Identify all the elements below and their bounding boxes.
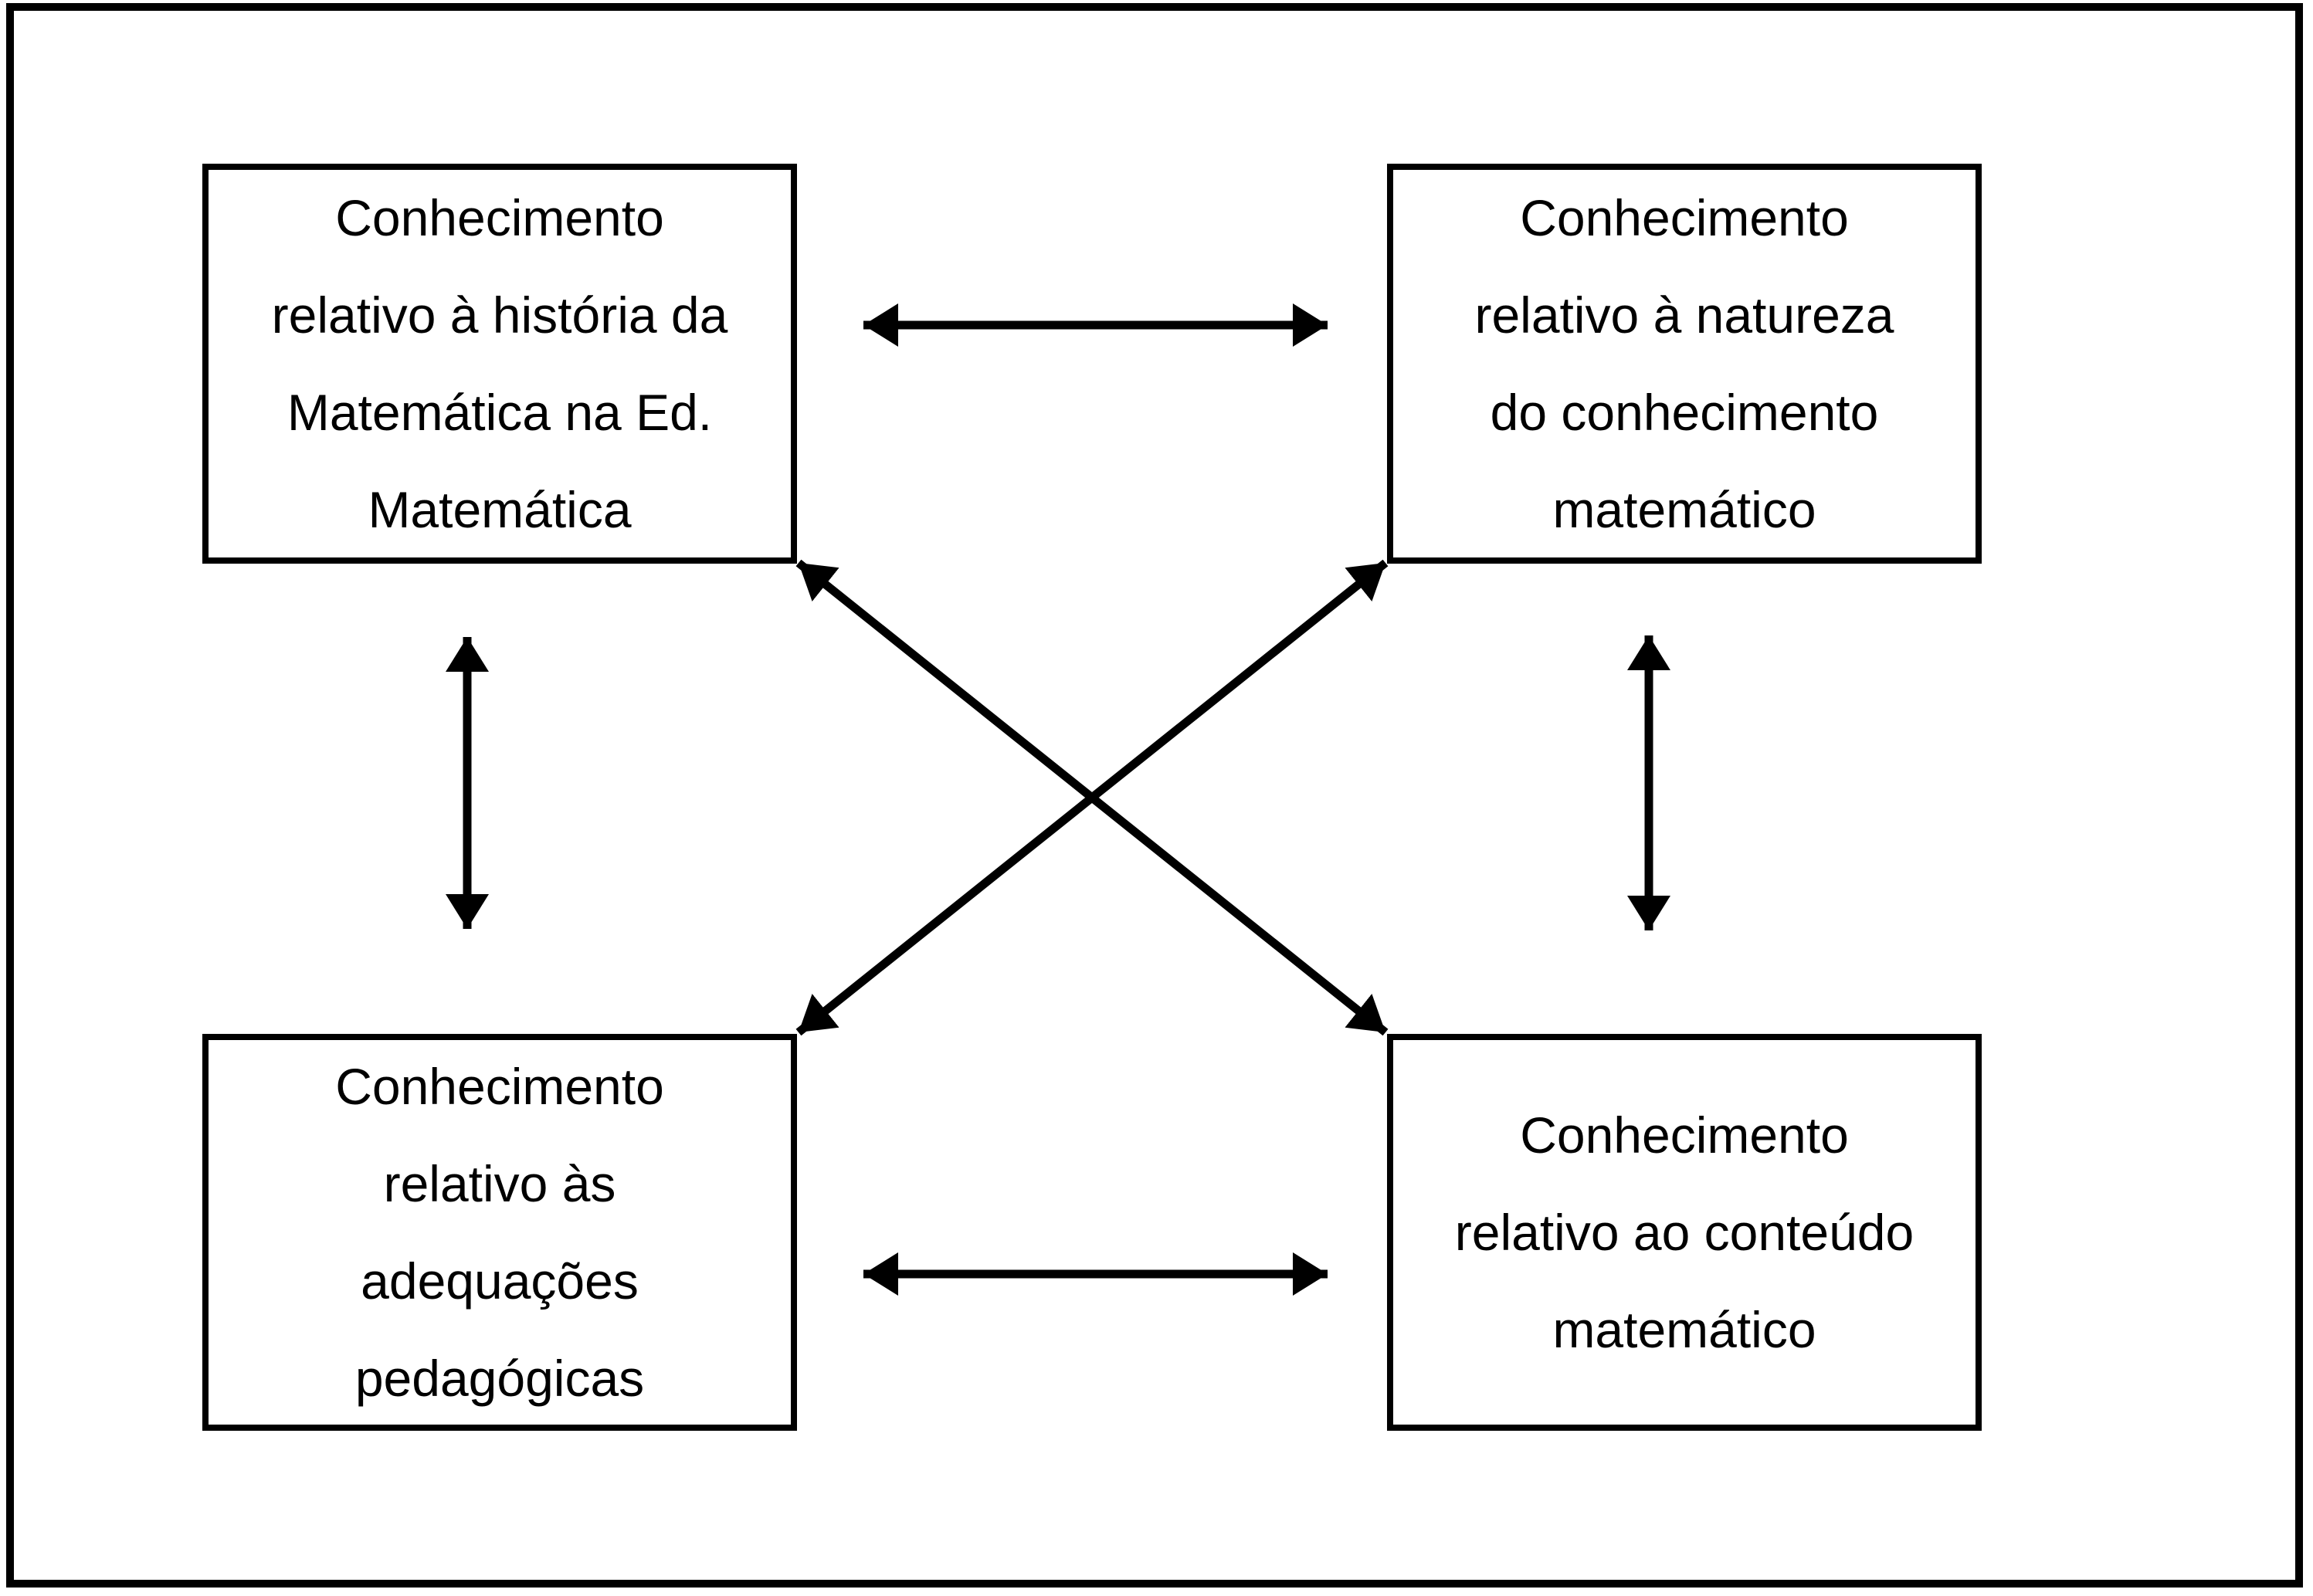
box-text-line: Matemática na Ed. [287, 384, 713, 441]
arrow-diagonal-topright-bottomleft [795, 559, 1389, 1036]
box-text-line: Matemática [368, 481, 632, 538]
box-text-line: relativo à natureza [1474, 286, 1894, 344]
box-nature-of-mathematical-knowledge: Conhecimento relativo à natureza do conh… [1387, 164, 1982, 564]
box-text-line: adequações [361, 1252, 639, 1310]
box-text-line: matemático [1552, 1301, 1816, 1358]
box-text-line: Conhecimento [335, 1058, 664, 1115]
box-text-line: relativo ao conteúdo [1454, 1204, 1914, 1261]
box-text-line: do conhecimento [1490, 384, 1879, 441]
box-pedagogical-adaptations: Conhecimento relativo às adequações peda… [202, 1034, 797, 1431]
box-history-of-mathematics: Conhecimento relativo à história da Mate… [202, 164, 797, 564]
box-text-line: Conhecimento [335, 189, 664, 246]
box-mathematical-content: Conhecimento relativo ao conteúdo matemá… [1387, 1034, 1982, 1431]
box-text-line: Conhecimento [1520, 1106, 1849, 1164]
box-text-line: pedagógicas [354, 1350, 645, 1407]
outer-border [6, 3, 2303, 1588]
box-text-line: relativo às [383, 1155, 616, 1212]
box-text-line: Conhecimento [1520, 189, 1849, 246]
box-text-line: matemático [1552, 481, 1816, 538]
box-text-line: relativo à história da [271, 286, 728, 344]
